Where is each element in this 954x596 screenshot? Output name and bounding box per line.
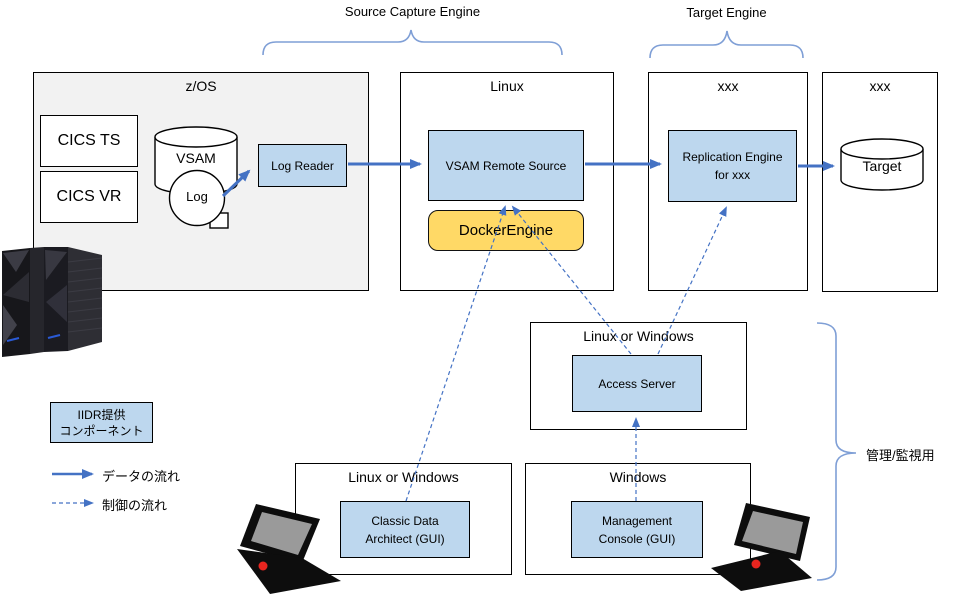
docker-engine-box: DockerEngine	[428, 210, 584, 251]
access-container-title: Linux or Windows	[583, 328, 694, 344]
legend-data-flow-label: データの流れ	[102, 469, 181, 484]
source-capture-engine-label: Source Capture Engine	[344, 4, 481, 19]
log-symbol-label: Log	[186, 189, 208, 204]
vsam-cylinder-label: VSAM	[176, 150, 216, 166]
management-monitoring-label: 管理/監視用	[866, 448, 935, 463]
linux-title: Linux	[490, 78, 524, 94]
zos-title: z/OS	[185, 78, 217, 94]
vsam-remote-source-label: VSAM Remote Source	[445, 158, 567, 173]
target-cylinder-label: Target	[862, 158, 902, 174]
log-reader-label: Log Reader	[271, 158, 334, 173]
replication-xxx-title: xxx	[717, 78, 739, 94]
cics-vr-box: CICS VR	[40, 171, 138, 223]
legend-component-box: IIDR提供コンポーネント	[50, 402, 153, 443]
target-xxx-container: xxx	[822, 72, 938, 292]
vsam-remote-source-box: VSAM Remote Source	[428, 130, 584, 201]
target-engine-brace	[649, 30, 804, 59]
target-engine-label: Target Engine	[686, 5, 767, 20]
cics-vr-label: CICS VR	[56, 188, 122, 205]
cda-container-title: Linux or Windows	[348, 469, 459, 485]
legend-control-flow-label: 制御の流れ	[102, 498, 168, 513]
mc-container-title: Windows	[609, 469, 667, 485]
docker-engine-label: DockerEngine	[458, 222, 554, 239]
cics-ts-label: CICS TS	[57, 132, 121, 149]
legend-component-label: IIDR提供コンポーネント	[59, 407, 144, 438]
log-reader-box: Log Reader	[258, 144, 347, 187]
access-server-box: Access Server	[572, 355, 702, 412]
target-xxx-title: xxx	[869, 78, 891, 94]
management-brace	[816, 322, 857, 581]
cics-ts-box: CICS TS	[40, 115, 138, 167]
source-capture-brace	[262, 29, 563, 56]
access-server-label: Access Server	[598, 376, 676, 391]
